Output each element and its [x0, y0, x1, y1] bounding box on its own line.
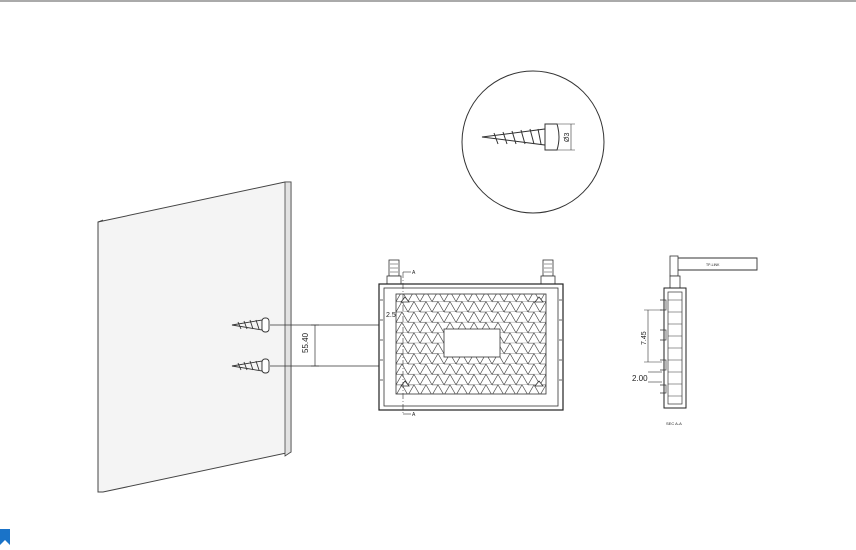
- section-label-top: A: [412, 270, 416, 276]
- side-dimension-1: 7.45: [641, 331, 648, 345]
- dimension-vertical: 55.40: [301, 325, 319, 366]
- antenna-connector-left: [387, 260, 401, 284]
- router-front-view: A A 2.5: [379, 260, 563, 418]
- page-marker-icon: [0, 529, 10, 545]
- diameter-label: Ø3: [564, 133, 571, 142]
- dimension-vertical-label: 55.40: [301, 332, 310, 353]
- side-dimension-2: 2.00: [632, 374, 648, 383]
- router-side-view: TP-LINK 7.45 2.00 SEC A-A: [632, 256, 757, 426]
- section-label-bottom: A: [412, 412, 416, 418]
- antenna-connector-right: [541, 260, 555, 284]
- small-dimension-label: 2.5: [386, 312, 396, 319]
- screw-detail-circle: Ø3: [462, 71, 604, 213]
- section-caption: SEC A-A: [666, 421, 682, 426]
- antenna-brand-text: TP-LINK: [706, 263, 720, 267]
- antenna: TP-LINK: [670, 256, 757, 288]
- wall: [98, 182, 291, 492]
